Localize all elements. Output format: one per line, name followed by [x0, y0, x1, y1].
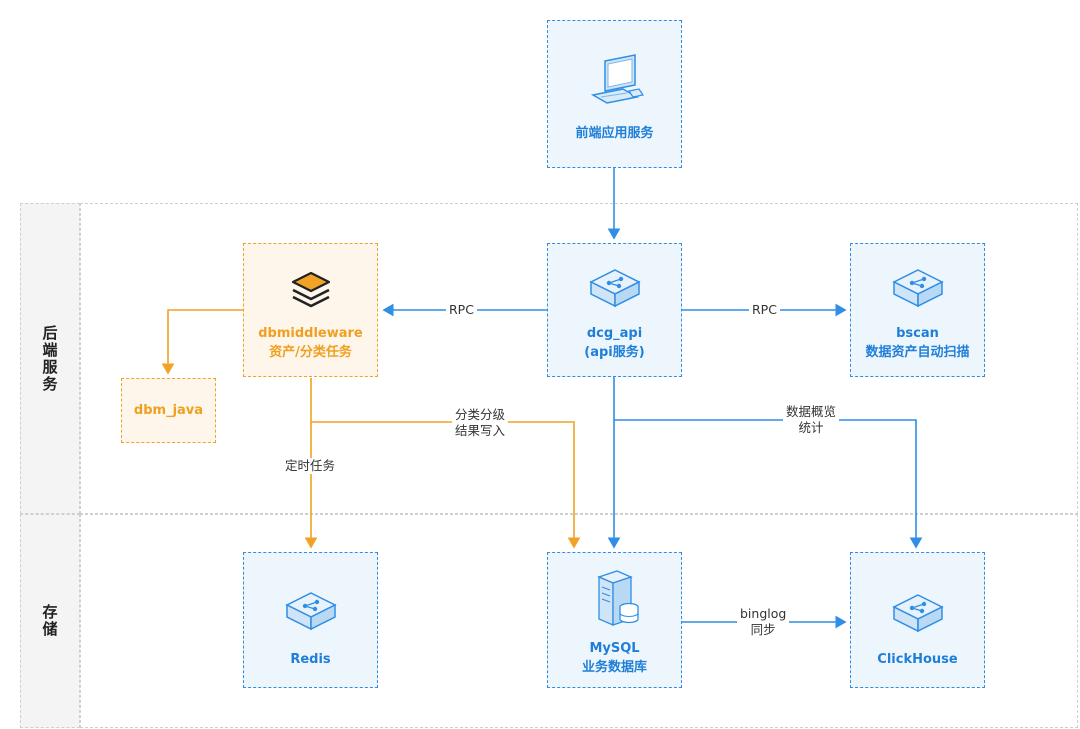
cube-network-icon [891, 269, 944, 308]
cube-network-icon [891, 594, 944, 633]
label-overview: 数据概览 统计 [783, 404, 840, 436]
edge-dbm-java [161, 309, 244, 375]
node-bscan-label2: 数据资产自动扫描 [865, 345, 970, 360]
edge-dcg-clickhouse [614, 419, 923, 549]
node-dbm-java-label: dbm_java [133, 403, 204, 418]
node-dbm-java[interactable]: dbm_java [121, 378, 216, 443]
label-classify-write-line2: 结果写入 [455, 423, 506, 438]
node-dbmiddleware-label2: 资产/分类任务 [269, 345, 352, 360]
node-frontend[interactable]: 前端应用服务 [547, 20, 682, 168]
lane-label-backend: 后端服务 [20, 203, 80, 514]
node-clickhouse[interactable]: ClickHouse [850, 552, 985, 688]
node-mysql-label1: MySQL [589, 641, 640, 656]
cube-network-icon [284, 592, 337, 631]
node-dbmiddleware-label1: dbmiddleware [258, 326, 363, 341]
label-classify-write: 分类分级 结果写入 [452, 407, 509, 439]
node-bscan-label1: bscan [896, 326, 939, 341]
label-rpc-right: RPC [749, 302, 780, 318]
node-bscan[interactable]: bscan 数据资产自动扫描 [850, 243, 985, 377]
layers-icon [291, 271, 330, 308]
node-redis[interactable]: Redis [243, 552, 378, 688]
lane-storage-text: 存储 [40, 604, 59, 638]
label-scheduled: 定时任务 [282, 458, 339, 474]
label-binlog-line2: 同步 [750, 622, 776, 637]
node-dcg-api-label1: dcg_api [586, 326, 643, 341]
server-database-icon [596, 570, 639, 626]
label-overview-line1: 数据概览 [786, 404, 837, 419]
label-classify-write-line1: 分类分级 [455, 407, 506, 422]
lane-label-storage: 存储 [20, 514, 80, 728]
node-mysql-label2: 业务数据库 [581, 660, 647, 675]
lane-backend-text: 后端服务 [40, 324, 59, 393]
node-dcg-api-label2: (api服务) [584, 345, 645, 360]
node-dbmiddleware[interactable]: dbmiddleware 资产/分类任务 [243, 243, 378, 377]
node-dcg-api[interactable]: dcg_api (api服务) [547, 243, 682, 377]
label-rpc-left: RPC [446, 302, 477, 318]
label-binlog: binglog 同步 [737, 606, 790, 638]
label-overview-line2: 统计 [798, 420, 824, 435]
node-redis-label: Redis [290, 652, 331, 667]
node-mysql[interactable]: MySQL 业务数据库 [547, 552, 682, 688]
computer-icon [590, 54, 644, 104]
label-binlog-line1: binglog [740, 606, 787, 621]
edge-dbm-mysql [311, 421, 581, 549]
cube-network-icon [588, 269, 641, 308]
node-frontend-label: 前端应用服务 [575, 126, 654, 141]
node-clickhouse-label: ClickHouse [877, 652, 958, 667]
